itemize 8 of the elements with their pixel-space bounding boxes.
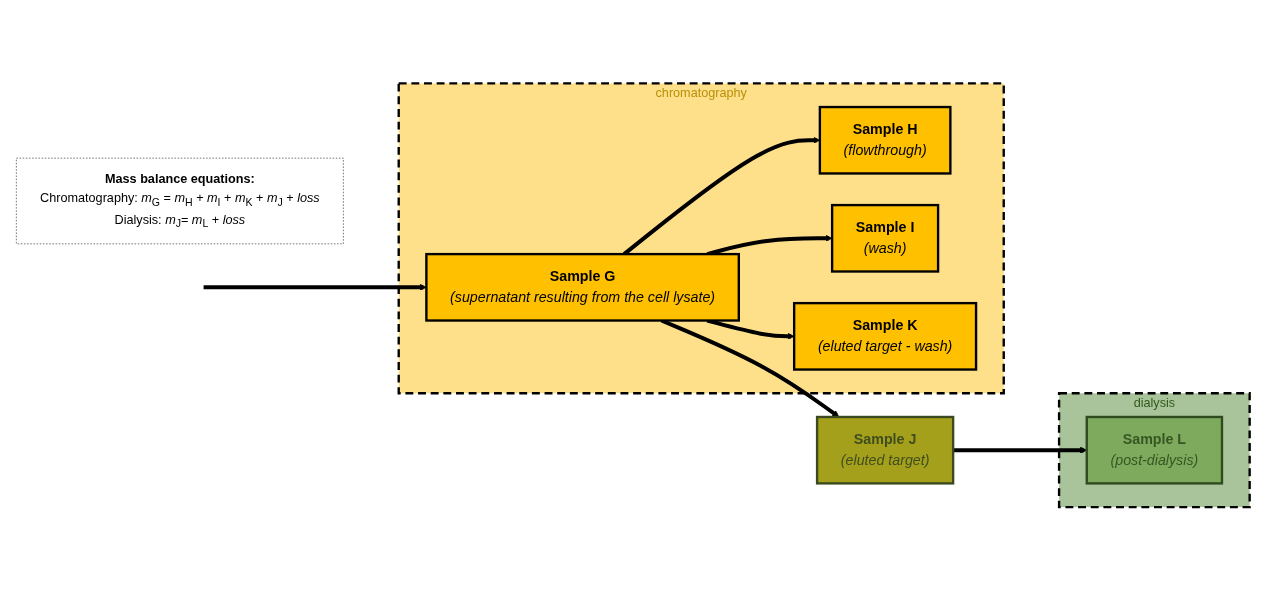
node-box: Sample L (post-dialysis) bbox=[1085, 415, 1224, 485]
node-box: Sample K (eluted target - wash) bbox=[792, 301, 978, 371]
node-box: Sample G (supernatant resulting from the cell lysate) bbox=[425, 252, 740, 322]
node-box: Sample J (eluted target) bbox=[815, 415, 955, 485]
node-box: Sample H (flowthrough) bbox=[818, 105, 952, 175]
node-box: Sample I (wash) bbox=[830, 203, 940, 273]
node-box: Mass balance equations: Chromatography: m$_{G}$ = m$_{H}$ + m$_{I}$ + m$_{K}$ + m$_{J}$ + loss Dialysis: m$_{J}$= m$_{L}$ + loss bbox=[15, 157, 344, 244]
arrow bbox=[203, 283, 427, 291]
